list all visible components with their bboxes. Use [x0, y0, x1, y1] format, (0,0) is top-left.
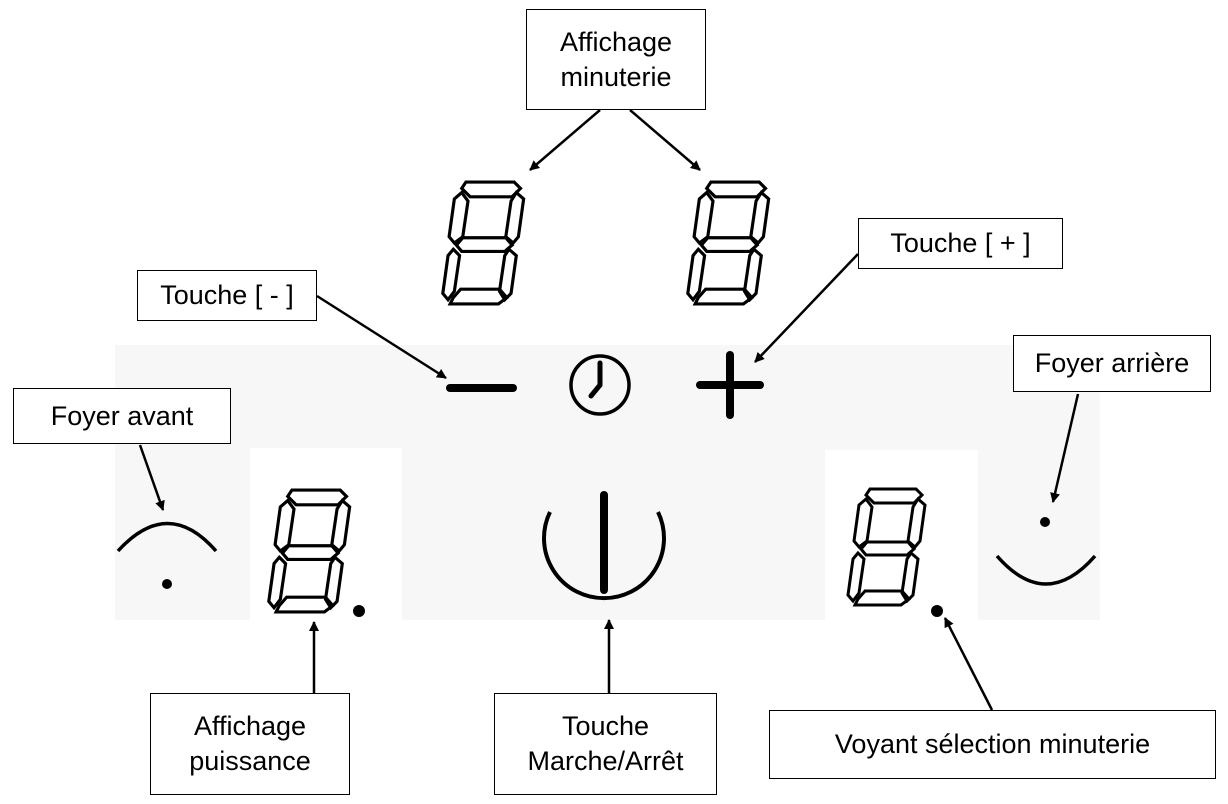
timer-digit-left [441, 180, 526, 306]
label-touche-moins: Touche [ - ] [137, 270, 317, 321]
label-voyant-selection-minuterie: Voyant sélection minuterie [769, 710, 1216, 779]
timer-selection-led [931, 605, 943, 617]
label-foyer-arriere: Foyer arrière [1013, 335, 1211, 392]
arrow-foyer-arriere [1050, 393, 1080, 503]
arrows [138, 109, 1080, 711]
label-affichage-puissance: Affichage puissance [150, 693, 350, 795]
clock-icon[interactable] [569, 354, 631, 416]
arrow-touche-moins [316, 294, 447, 380]
power-digit-front [267, 488, 352, 614]
label-foyer-avant: Foyer avant [13, 388, 231, 444]
power-digit-rear [846, 487, 927, 607]
arrow-foyer-avant [138, 444, 165, 511]
label-affichage-minuterie: Affichage minuterie [526, 9, 706, 110]
label-touche-marche-arret: Touche Marche/Arrêt [494, 693, 717, 795]
arrow-touche-plus [754, 253, 859, 363]
plus-icon[interactable] [696, 351, 764, 419]
front-zone-icon [116, 521, 218, 589]
power-icon[interactable] [542, 491, 666, 601]
arrow-timer-right [629, 109, 701, 171]
arrow-voyant [943, 617, 994, 711]
power-digit-front-dot [353, 605, 365, 617]
arrow-timer-left [529, 109, 601, 171]
label-touche-plus: Touche [ + ] [858, 218, 1063, 269]
rear-zone-icon [995, 517, 1097, 586]
timer-digit-right [686, 180, 771, 306]
